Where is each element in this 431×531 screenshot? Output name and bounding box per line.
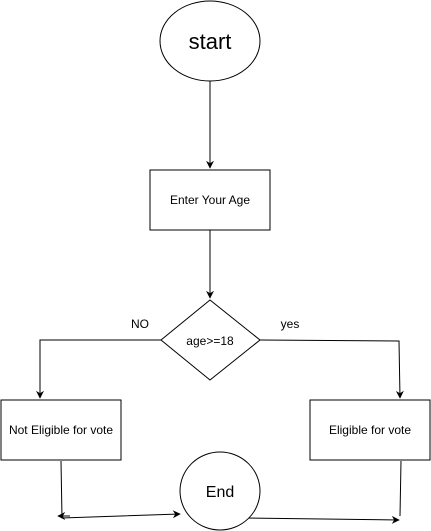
not-eligible-label: Not Eligible for vote	[9, 423, 113, 437]
edge-decision-no	[36, 339, 161, 399]
edge-eligible-to-end	[399, 460, 402, 517]
node-start: start	[159, 0, 261, 82]
enter-age-box	[149, 169, 271, 231]
node-enter-age: Enter Your Age	[149, 169, 271, 231]
edges	[36, 81, 404, 524]
decision-label: age>=18	[186, 334, 234, 348]
end-label: End	[206, 484, 234, 501]
not-eligible-box	[0, 399, 122, 461]
edge-label-yes: yes	[281, 317, 300, 331]
edge-end-to-right-terminal	[244, 515, 400, 524]
decision-diamond	[160, 299, 261, 381]
edge-not-eligible-to-end	[60, 460, 181, 519]
eligible-label: Eligible for vote	[329, 423, 411, 437]
start-label: start	[189, 29, 232, 54]
node-not-eligible: Not Eligible for vote	[0, 399, 122, 461]
edge-label-no: NO	[131, 317, 149, 331]
node-decision: age>=18	[160, 299, 261, 381]
end-ellipse	[179, 451, 261, 531]
eligible-box	[309, 399, 431, 461]
enter-age-label: Enter Your Age	[170, 193, 250, 207]
edge-decision-yes	[259, 339, 404, 399]
node-eligible: Eligible for vote	[309, 399, 431, 461]
start-ellipse	[159, 0, 261, 82]
node-end: End	[179, 451, 261, 531]
